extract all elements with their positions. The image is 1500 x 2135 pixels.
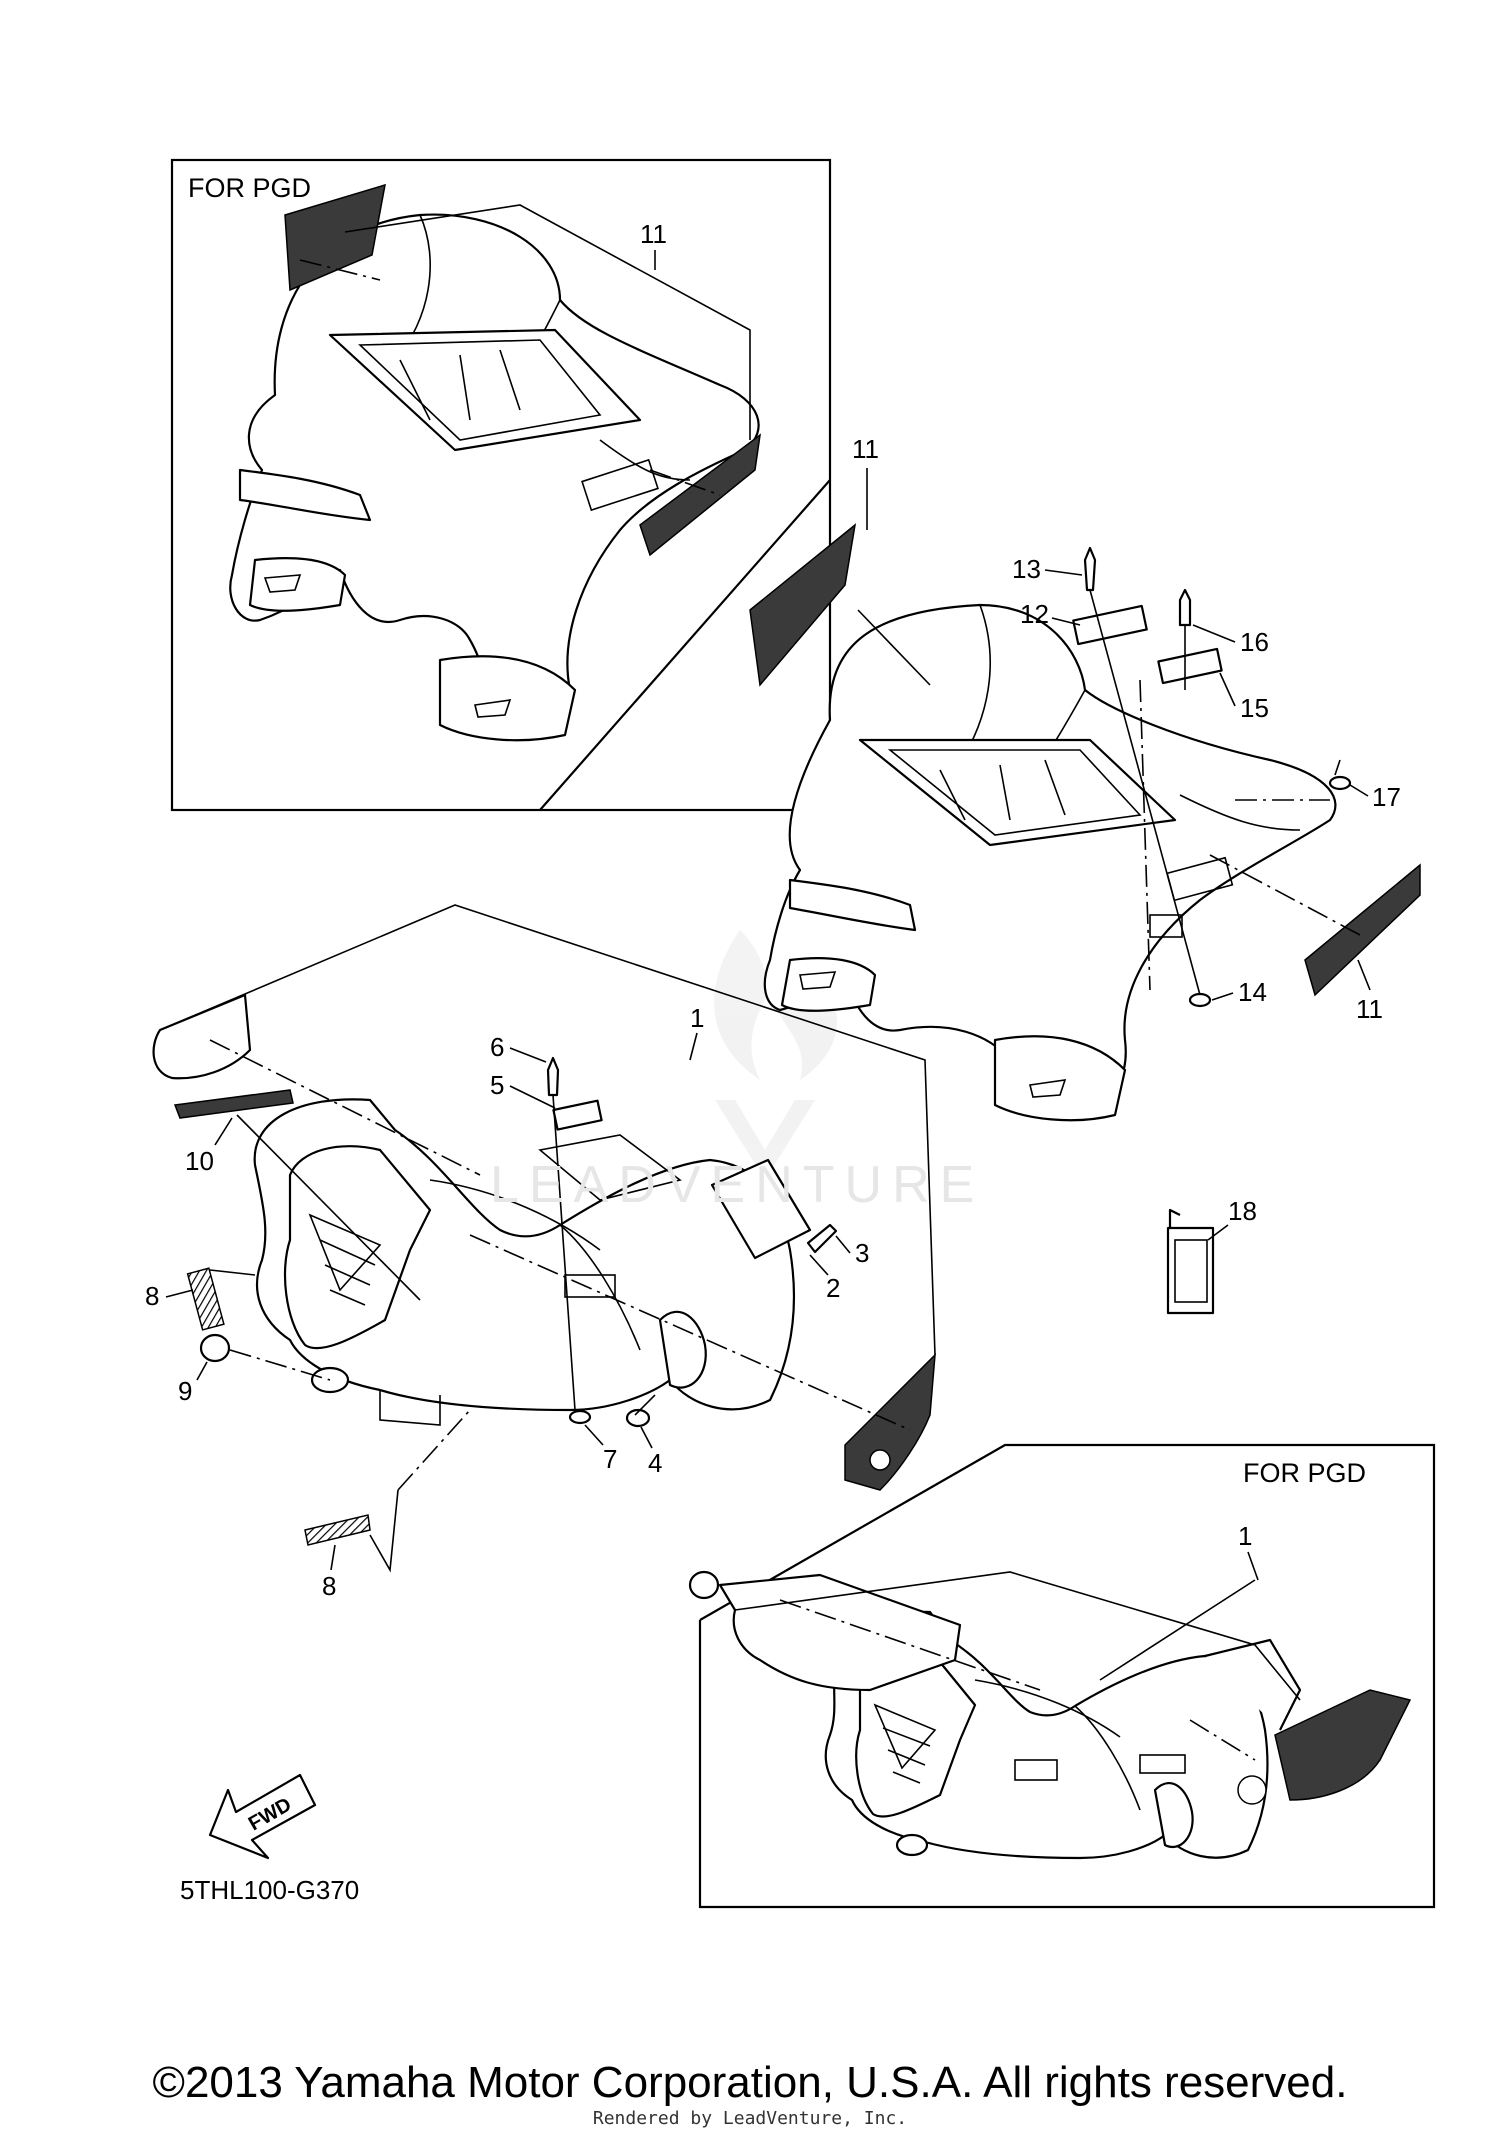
callout-1: 1 [690,1003,704,1033]
decal-front-right [844,1353,936,1491]
rendered-by-notice: Rendered by LeadVenture, Inc. [592,2108,908,2129]
callout-16: 16 [1240,627,1269,657]
rivet-13 [1083,546,1097,592]
callout-10: 10 [185,1146,214,1176]
grommet-17 [1328,775,1352,791]
diagram-code: 5THL100-G370 [180,1875,359,1905]
callout-labels: 11 11 11 13 12 16 15 17 14 1 6 5 10 3 2 … [145,219,1401,1601]
callout-13: 13 [1012,554,1041,584]
decal-10 [173,1089,294,1119]
callout-11: 11 [640,219,667,249]
callout-11: 11 [852,434,879,464]
callout-17: 17 [1372,782,1401,812]
side-cover-left [152,993,252,1080]
callout-3: 3 [855,1238,869,1268]
pad-15 [1157,647,1223,685]
emblem-9 [199,1333,231,1363]
callout-8: 8 [322,1571,336,1601]
grommet-4 [625,1408,651,1428]
callout-18: 18 [1228,1196,1257,1226]
callout-14: 14 [1238,977,1267,1007]
box-title-top: FOR PGD [188,173,311,203]
label-18 [1166,1208,1215,1315]
bottom-right-pgd-box: FOR PGD [688,1443,1436,1909]
fwd-arrow: FWD [208,1773,317,1860]
grommet-14 [1188,992,1212,1008]
decal-side-11 [749,523,857,687]
callout-12: 12 [1020,599,1049,629]
callout-5: 5 [490,1070,504,1100]
callout-15: 15 [1240,693,1269,723]
pad-12 [1072,604,1148,646]
callout-2: 2 [826,1273,840,1303]
decal-rear-11 [1304,863,1421,997]
decal-front-pgd [1274,1689,1412,1801]
decal-8-side [186,1267,225,1331]
callout-6: 6 [490,1032,504,1062]
decal-rear-pgd [639,433,761,557]
callout-7: 7 [603,1444,617,1474]
top-left-pgd-box: FOR PGD [170,158,832,812]
rear-fender-main [749,523,1421,1122]
rivet-16 [1178,588,1192,627]
callout-11: 11 [1356,994,1383,1024]
grommet-7 [568,1409,592,1425]
copyright-notice: ©2013 Yamaha Motor Corporation, U.S.A. A… [152,2058,1348,2107]
callout-8: 8 [145,1281,159,1311]
box-title-bottom: FOR PGD [1243,1458,1366,1488]
watermark-text: LEADVENTURE [490,1156,985,1214]
decal-8-front [304,1514,371,1546]
decal-side-pgd [284,183,386,292]
callout-9: 9 [178,1376,192,1406]
callout-4: 4 [648,1448,662,1478]
pad-5 [552,1099,603,1131]
rivet-6 [546,1056,560,1097]
plate-2 [710,1158,812,1260]
callout-1: 1 [1238,1521,1252,1551]
front-fender-main [152,904,936,1573]
rivet-3 [806,1223,838,1254]
